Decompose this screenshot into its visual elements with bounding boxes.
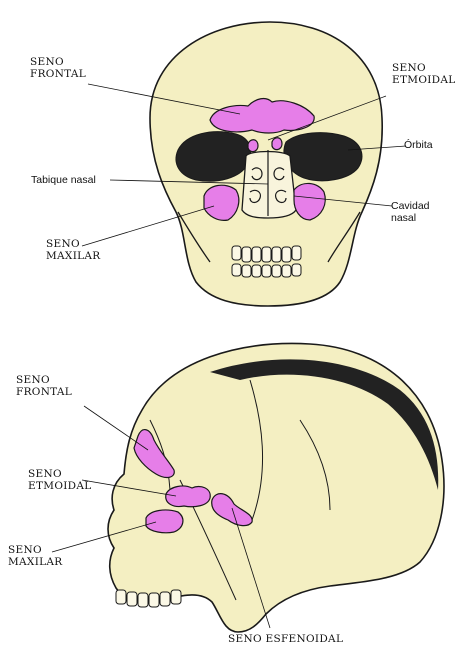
label-side-seno-maxilar: SENO MAXILAR bbox=[8, 544, 63, 568]
label-front-seno-frontal-line1: SENO bbox=[30, 56, 86, 68]
front-ethmoid-sinus-right bbox=[272, 138, 282, 150]
front-orbit-right bbox=[284, 133, 362, 181]
label-side-seno-frontal: SENO FRONTAL bbox=[16, 374, 72, 398]
label-side-seno-etmoidal-line1: SENO bbox=[28, 468, 92, 480]
label-front-cavidad-nasal-line1: Cavidad bbox=[391, 200, 430, 212]
label-front-seno-etmoidal-line1: SENO bbox=[392, 62, 456, 74]
label-front-seno-etmoidal: SENO ETMOIDAL bbox=[392, 62, 456, 86]
label-side-seno-maxilar-line2: MAXILAR bbox=[8, 556, 63, 568]
label-side-seno-etmoidal-line2: ETMOIDAL bbox=[28, 480, 92, 492]
label-side-seno-maxilar-line1: SENO bbox=[8, 544, 63, 556]
label-front-seno-maxilar-line2: MAXILAR bbox=[46, 250, 101, 262]
front-teeth bbox=[232, 246, 301, 277]
label-front-seno-etmoidal-line2: ETMOIDAL bbox=[392, 74, 456, 86]
front-skull bbox=[150, 22, 382, 306]
front-maxillary-sinus-left bbox=[204, 185, 239, 220]
label-front-cavidad-nasal: Cavidad nasal bbox=[391, 200, 430, 224]
label-side-seno-esfenoidal: SENO ESFENOIDAL bbox=[228, 633, 343, 645]
label-side-seno-etmoidal: SENO ETMOIDAL bbox=[28, 468, 92, 492]
label-front-tabique-nasal: Tabique nasal bbox=[31, 174, 96, 186]
label-front-seno-maxilar: SENO MAXILAR bbox=[46, 238, 101, 262]
label-side-seno-frontal-line1: SENO bbox=[16, 374, 72, 386]
side-skull bbox=[108, 344, 444, 632]
front-ethmoid-sinus-left bbox=[248, 140, 258, 152]
label-front-seno-frontal-line2: FRONTAL bbox=[30, 68, 86, 80]
label-front-orbita: Órbita bbox=[404, 139, 433, 151]
side-maxillary-sinus bbox=[146, 510, 183, 533]
side-ethmoidal-sinus bbox=[166, 486, 210, 507]
label-front-seno-frontal: SENO FRONTAL bbox=[30, 56, 86, 80]
label-side-seno-frontal-line2: FRONTAL bbox=[16, 386, 72, 398]
label-front-seno-maxilar-line1: SENO bbox=[46, 238, 101, 250]
label-front-cavidad-nasal-line2: nasal bbox=[391, 212, 430, 224]
front-nasal-cavity bbox=[242, 152, 296, 219]
